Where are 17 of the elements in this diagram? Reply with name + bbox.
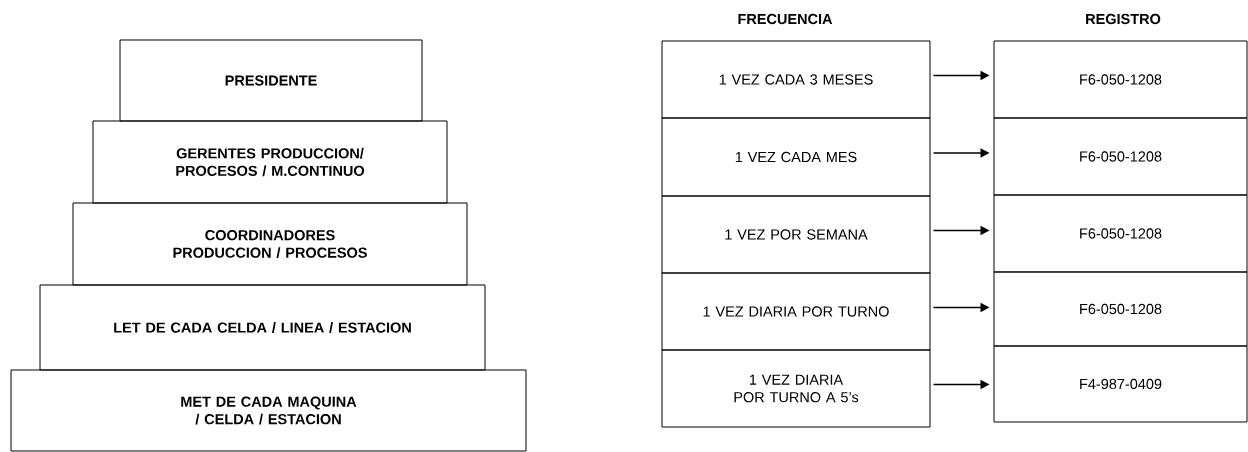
process-box: F6-050-1208 — [993, 271, 1248, 347]
level-box: COORDINADORES PRODUCCION / PROCESOS — [72, 202, 468, 286]
level-box: GERENTES PRODUCCION/ PROCESOS / M.CONTINUO — [92, 120, 448, 204]
level-box: LET DE CADA CELDA / LINEA / ESTACION — [39, 284, 486, 371]
column-heading: REGISTRO — [1086, 13, 1161, 25]
column-heading: FRECUENCIA — [738, 13, 833, 25]
level-box: PRESIDENTE — [119, 39, 423, 122]
process-box: F4-987-0409 — [993, 345, 1248, 423]
level-box: MET DE CADA MAQUINA / CELDA / ESTACION — [10, 369, 527, 452]
process-box: 1 VEZ CADA MES — [661, 117, 931, 197]
process-box: 1 VEZ DIARIA POR TURNO A 5’s — [661, 349, 931, 428]
process-box: F6-050-1208 — [993, 40, 1248, 119]
process-box: F6-050-1208 — [993, 194, 1248, 273]
process-box: 1 VEZ POR SEMANA — [661, 195, 931, 274]
process-box: 1 VEZ DIARIA POR TURNO — [661, 272, 931, 351]
process-box: F6-050-1208 — [993, 117, 1248, 196]
process-box: 1 VEZ CADA 3 MESES — [661, 40, 931, 119]
